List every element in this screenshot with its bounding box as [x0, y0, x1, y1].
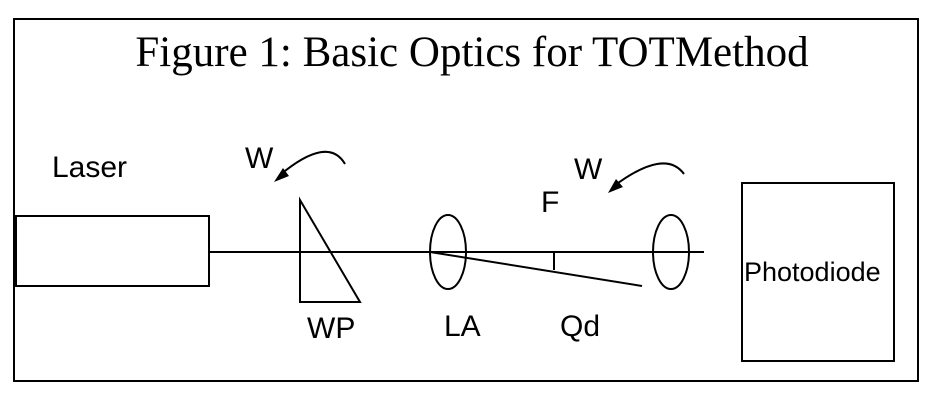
laser-box: [15, 215, 210, 287]
laser-label: Laser: [52, 151, 127, 184]
wave-plate-prism: [299, 196, 362, 303]
lens-right: [652, 214, 690, 290]
rotation-arrow-left-icon: [279, 150, 346, 176]
la-label: LA: [444, 310, 481, 343]
figure-title: Figure 1: Basic Optics for TOTMethod: [135, 29, 808, 76]
qd-label: Qd: [560, 310, 600, 343]
deflected-beam: [429, 251, 643, 287]
rotation-label-left: W: [245, 142, 274, 175]
wp-label: WP: [307, 312, 355, 345]
f-label: F: [541, 186, 559, 219]
rotation-arrow-right-icon: [613, 162, 685, 187]
photodiode-label: Photodiode: [744, 257, 881, 287]
rotation-label-right: W: [574, 153, 603, 186]
rotation-arrowhead-left-icon: [274, 168, 289, 182]
figure-frame: [13, 18, 919, 382]
rotation-arrowhead-right-icon: [608, 179, 623, 193]
photodiode-box: [741, 182, 895, 362]
